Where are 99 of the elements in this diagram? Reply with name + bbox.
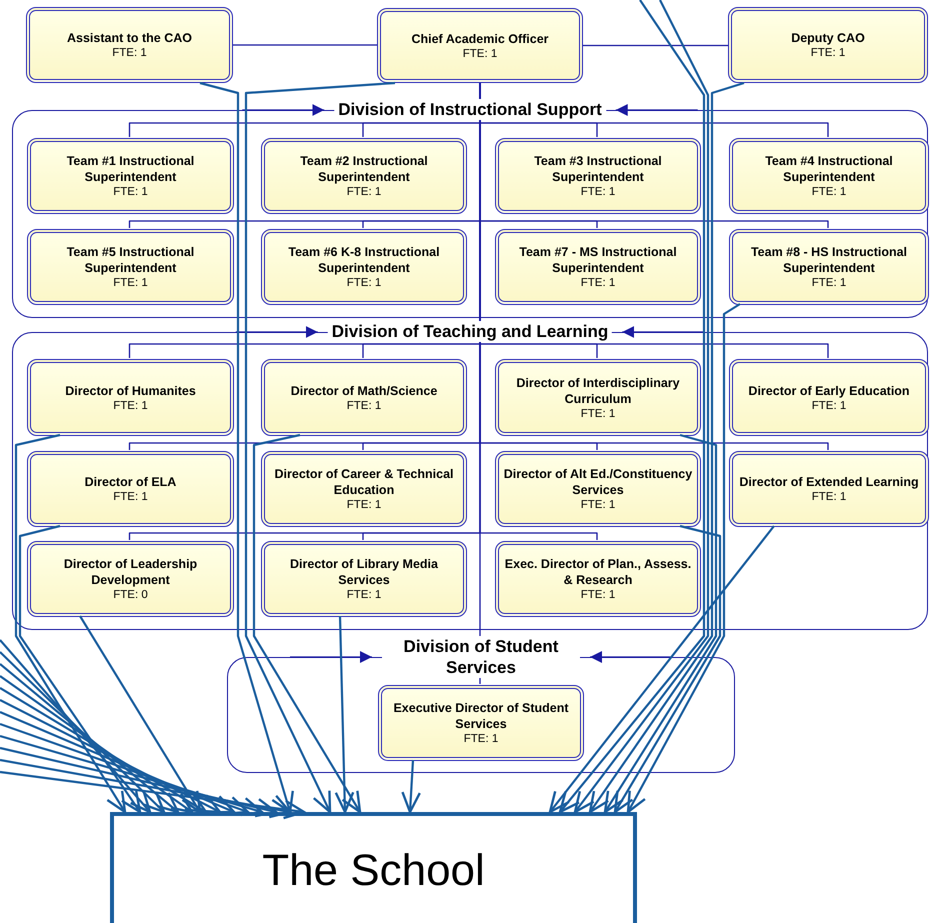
job-title: Director of Early Education [748, 382, 910, 398]
position-box [27, 359, 234, 436]
division-title: Division of Student Services [382, 636, 580, 678]
arrow [604, 434, 718, 814]
fte-label: FTE: 1 [580, 185, 616, 199]
arrow [0, 734, 264, 816]
job-title: Director of Humanites [65, 382, 196, 398]
job-title: Team #6 K-8 Instructional Superintendent [287, 244, 441, 276]
fte-label: FTE: 1 [810, 46, 846, 60]
position-box [729, 229, 929, 305]
job-title: Director of Interdisciplinary Curriculum [515, 374, 681, 406]
job-title: Team #2 Instructional Superintendent [299, 153, 429, 185]
division-title: Division of Teaching and Learning [328, 321, 612, 342]
job-title: Deputy CAO [791, 30, 865, 46]
position-box [495, 229, 701, 305]
fte-label: FTE: 1 [113, 185, 148, 199]
arrow [14, 434, 126, 814]
position-box [378, 685, 584, 761]
fte-label: FTE: 1 [580, 276, 616, 290]
fte-label: FTE: 1 [113, 398, 148, 412]
arrow [200, 82, 294, 814]
job-title: Director of Career & Technical Education [274, 466, 454, 498]
job-title: Team #5 Instructional Superintendent [66, 244, 196, 276]
arrow [616, 104, 698, 116]
connector-line [233, 44, 377, 46]
arrow [244, 82, 396, 814]
arrow [0, 722, 250, 815]
arrow [236, 326, 318, 338]
position-box [27, 229, 234, 305]
job-title: Director of Alt Ed./Constituency Services [503, 466, 693, 498]
position-box [729, 451, 929, 527]
job-title: Team #7 - MS Instructional Superintendent [518, 244, 678, 276]
job-title: Director of Math/Science [290, 382, 438, 398]
arrow [334, 616, 354, 814]
fte-label: FTE: 0 [113, 588, 148, 602]
fte-label: FTE: 1 [113, 490, 148, 504]
division-title: Division of Instructional Support [334, 99, 606, 120]
fte-label: FTE: 1 [812, 276, 846, 290]
fte-label: FTE: 1 [346, 185, 382, 199]
job-title: Director of ELA [84, 474, 176, 490]
arrow [622, 326, 704, 338]
arrow [252, 434, 362, 814]
school-box [110, 812, 637, 923]
arrow [588, 82, 744, 814]
fte-label: FTE: 1 [346, 398, 382, 412]
position-box [261, 451, 467, 527]
fte-label: FTE: 1 [812, 490, 846, 504]
job-title: Director of Extended Learning [739, 474, 919, 490]
job-title: Chief Academic Officer [411, 30, 549, 46]
connector-line [583, 44, 728, 46]
position-box [729, 138, 929, 214]
fte-label: FTE: 1 [812, 185, 846, 199]
arrow [18, 524, 142, 814]
fte-label: FTE: 1 [580, 498, 616, 512]
fte-label: FTE: 1 [346, 276, 382, 290]
arrow [401, 760, 421, 814]
arrow [290, 651, 372, 663]
position-box [27, 138, 234, 214]
arrow [548, 525, 775, 814]
position-box [729, 359, 929, 436]
fte-label: FTE: 1 [346, 588, 382, 602]
position-box [261, 541, 467, 617]
fte-label: FTE: 1 [580, 406, 616, 420]
position-box [261, 138, 467, 214]
position-box [495, 541, 701, 617]
job-title: Team #3 Instructional Superintendent [533, 153, 663, 185]
job-title: Team #8 - HS Instructional Superintendent [750, 244, 908, 276]
job-title: Director of Leadership Development [62, 556, 198, 588]
job-title: Exec. Director of Plan., Assess. & Research [504, 556, 692, 588]
fte-label: FTE: 1 [462, 46, 498, 60]
job-title: Team #1 Instructional Superintendent [66, 153, 196, 185]
job-title: Assistant to the CAO [66, 30, 192, 46]
job-title: Team #4 Instructional Superintendent [764, 153, 894, 185]
position-box [495, 359, 701, 436]
fte-label: FTE: 1 [112, 46, 147, 60]
job-title: Executive Director of Student Services [392, 700, 570, 732]
position-box [495, 451, 701, 527]
position-box [261, 229, 467, 305]
fte-label: FTE: 1 [812, 398, 846, 412]
position-box [27, 541, 234, 617]
position-box [26, 7, 233, 83]
arrow [0, 746, 278, 818]
position-box [261, 359, 467, 436]
arrow [626, 303, 741, 814]
fte-label: FTE: 1 [113, 276, 148, 290]
arrow [0, 758, 292, 818]
position-box [27, 451, 234, 527]
position-box [377, 8, 583, 83]
arrow [590, 651, 672, 663]
position-box [728, 7, 928, 83]
position-box [495, 138, 701, 214]
arrow [614, 524, 722, 814]
job-title: Director of Library Media Services [289, 556, 439, 588]
arrow [242, 104, 324, 116]
fte-label: FTE: 1 [580, 588, 616, 602]
fte-label: FTE: 1 [346, 498, 382, 512]
school-label: The School [262, 846, 485, 897]
arrow [0, 770, 306, 820]
fte-label: FTE: 1 [464, 732, 498, 746]
